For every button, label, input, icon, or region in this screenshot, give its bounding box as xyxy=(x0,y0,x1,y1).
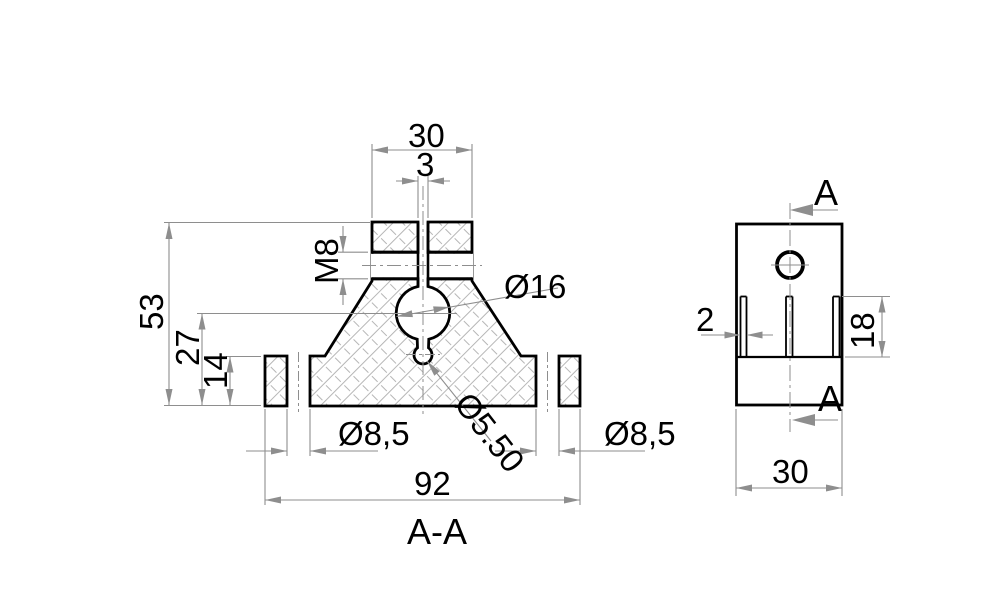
dim-arrow xyxy=(226,389,234,405)
dim-arrow xyxy=(724,331,741,339)
dim-arrow xyxy=(878,341,886,357)
side-grooves xyxy=(739,295,841,356)
dim-groove-depth-label: 18 xyxy=(844,312,881,349)
leader-line xyxy=(396,287,559,318)
dim-slot-width-label: 3 xyxy=(416,146,434,183)
dim-arrow xyxy=(339,278,347,295)
side-dimensions: A A 2 18 30 xyxy=(696,172,890,496)
dim-arrow xyxy=(339,236,347,253)
dim-groove-width-label: 2 xyxy=(696,301,714,338)
front-body-section xyxy=(308,220,538,408)
dim-arrow xyxy=(198,313,206,330)
dim-arrow xyxy=(165,223,173,239)
dim-arrow xyxy=(198,389,206,405)
dim-thread-label: M8 xyxy=(308,238,345,284)
dim-arrow xyxy=(746,331,763,339)
dim-arrow xyxy=(372,146,388,154)
dim-arrow xyxy=(520,447,536,455)
leader-line xyxy=(426,360,492,442)
dim-arrow xyxy=(265,496,281,504)
dim-left-hole-label: Ø8,5 xyxy=(338,415,410,452)
dim-arrow xyxy=(226,356,234,373)
dim-arrow xyxy=(456,146,472,154)
dim-arrow xyxy=(165,389,173,405)
dim-arrow xyxy=(826,484,842,492)
dim-base-height-label: 14 xyxy=(197,352,234,389)
dim-arrow xyxy=(402,177,418,185)
section-title: A-A xyxy=(407,511,467,552)
section-arrow xyxy=(790,204,813,216)
front-right-foot-section xyxy=(557,354,582,408)
front-left-foot-section xyxy=(263,354,289,408)
dim-right-hole-label: Ø8,5 xyxy=(604,415,676,452)
dim-base-width-label: 92 xyxy=(414,465,451,502)
section-arrow xyxy=(792,414,815,426)
dim-arrow xyxy=(310,447,326,455)
section-marker-bottom: A xyxy=(818,378,842,419)
dim-arrow xyxy=(433,306,450,314)
section-marker-top: A xyxy=(814,172,838,213)
dim-depth-label: 30 xyxy=(772,453,809,490)
dim-height-label: 53 xyxy=(133,293,170,330)
dim-arrow xyxy=(736,484,752,492)
front-view xyxy=(263,186,582,414)
dim-arrow xyxy=(427,361,440,376)
dim-arrow xyxy=(428,177,444,185)
dim-arrow xyxy=(878,296,886,313)
dim-bore-label: Ø16 xyxy=(504,268,566,305)
side-view xyxy=(735,203,844,432)
dim-top-width-label: 30 xyxy=(408,117,445,154)
dim-arrow xyxy=(559,447,575,455)
dim-arrow xyxy=(271,447,287,455)
dim-arrow xyxy=(564,496,580,504)
dim-bore-height-label: 27 xyxy=(169,329,206,366)
